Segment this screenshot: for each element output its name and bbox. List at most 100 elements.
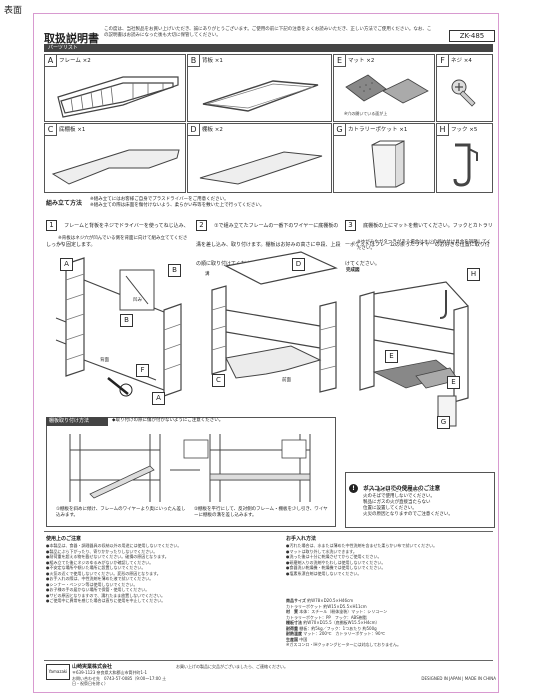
spec-key: 棚板寸法 (286, 620, 302, 625)
divider (44, 531, 493, 532)
part-letter: B (188, 55, 200, 67)
care-item: ●研磨剤入りの洗剤やたわしは使用しないでください。 (286, 559, 386, 565)
label-f: F (136, 364, 149, 377)
spec-key: 耐熱温度 (286, 631, 302, 636)
page-label: 表面 (4, 6, 23, 16)
label-a-2: A (152, 392, 165, 405)
spec-row: カトラリーポケット 約W15×D5.5×H11cm (286, 604, 493, 610)
shelf-install-illustration (69, 434, 311, 502)
caution-item: ●お手入れの際は、中性洗剤を薄めた液で拭いてください。 (46, 576, 154, 581)
spec-key: 生産国 (286, 636, 298, 642)
step-text: フレームと背板をネジでドライバーを使ってねじ込み、しっかり固定します。 (46, 223, 189, 248)
parts-list-header: パーツリスト (44, 44, 493, 52)
manual-title: 取扱説明書 (44, 32, 99, 45)
caution-item: ●サビの原因となりますので、濡れたまま放置しないでください。 (46, 592, 165, 598)
bottom-shelf-illustration (51, 149, 180, 185)
shelf-install-note: ◆取り付けの際に傷が付かないようにご注意ください。 (112, 418, 224, 423)
shelf-install-box (46, 417, 336, 527)
spec-row: カトラリーポケット：PP フック：ABS樹脂 (286, 615, 493, 621)
mizo-label: 溝 (205, 272, 210, 277)
gas-warning-line-3: 製品にガスの火が直接当たらない (363, 500, 431, 505)
kansei-label: 完成図 (346, 268, 360, 273)
spec-value: カトラリーポケット 約W15×D5.5×H11cm (286, 603, 367, 609)
model-number: ZK-485 (449, 30, 495, 42)
label-c: C (212, 374, 225, 387)
mat-illustration (345, 74, 429, 104)
footer-divider (44, 660, 493, 661)
caution-item: ●不安定な場所や傾いた場所に設置しないでください。 (46, 565, 146, 570)
spec-key: 商品サイズ (286, 598, 306, 603)
hook-icon (453, 143, 478, 187)
step-number: 1 (46, 220, 57, 231)
spec-note: ※ガスコンロ・IHクッキングヒーターには対応しておりません。 (286, 642, 402, 647)
spec-key: 材 質 (286, 609, 298, 614)
cutlery-pocket-illustration (371, 140, 405, 188)
zenmen-label: 前面 (282, 378, 291, 383)
part-cell-e: E マット ×2 ※穴の開いている面が上 (333, 54, 435, 122)
footer-center-text: お買い上げの製品に欠品がございましたら、ご連絡ください。 (176, 664, 288, 669)
part-cell-f: F ネジ ×4 (436, 54, 493, 122)
caution-item: ●製品にぶら下がったり、寄りかかったりしないでください。 (46, 548, 158, 554)
care-list: ●汚れた場合は、水または薄めた中性洗剤を含ませた柔らかい布で拭いてください。 ●… (286, 543, 493, 576)
step-1: 1 フレームと背板をネジでドライバーを使ってねじ込み、しっかり固定します。 (46, 212, 191, 250)
label-b-2: B (120, 314, 133, 327)
part-name: フック ×5 (451, 127, 478, 133)
spec-row: 耐熱温度 マット：200℃ カトラリーポケット：90℃ (286, 631, 493, 637)
step-number: 3 (345, 220, 356, 231)
gas-warning-header: ! ガスコンロでの使用上のご注意 (349, 475, 489, 494)
shelf-board-illustration (199, 151, 323, 185)
spec-row: 商品サイズ 約W78×D20.5×H46cm (286, 598, 493, 604)
gas-warning-line-5: 火災の原因となりますのでご注意ください。 (363, 512, 453, 517)
label-e-1: E (385, 350, 398, 363)
label-h: H (467, 268, 480, 281)
part-name: ネジ ×4 (451, 58, 472, 64)
part-name: カトラリーポケット ×1 (348, 127, 408, 133)
company-name: 山崎実業株式会社 (72, 664, 113, 670)
gas-warning-line-2: 火のそばで使用しないでください。 (363, 494, 435, 499)
company-info: 〒639-1123 奈良県大和郡山市筒井町1-1 お問い合わせ先 0743-57… (72, 670, 167, 686)
caution-item: ●耐荷重を超える物を載せないでください。破損の原因となります。 (46, 554, 169, 559)
spec-row: 棚板寸法 約W70×D15.5（底棚板W15.5×H4cm） (286, 620, 493, 626)
spec-table: 商品サイズ 約W78×D20.5×H46cm カトラリーポケット 約W15×D5… (286, 598, 493, 648)
assembly-notes: ※組み立てにはお客様ご自身でプラスドライバーをご用意ください。 ※組み立ての際は… (90, 197, 265, 208)
part-cell-c: C 底棚板 ×1 (44, 123, 186, 193)
step-3: 3 底棚板の上にマットを敷いてください。フックとカトラリーポケットはフレームの余… (345, 212, 493, 269)
part-cell-g: G カトラリーポケット ×1 (333, 123, 435, 193)
mat-note: ※穴の開いている面が上 (344, 111, 388, 116)
care-title: お手入れ方法 (286, 536, 317, 542)
caution-item: ●お子様の手の届かない場所で保管・使用してください。 (46, 587, 150, 592)
part-letter: A (45, 55, 57, 67)
part-cell-h: H フック ×5 (436, 123, 493, 193)
part-cell-d: D 棚板 ×2 (187, 123, 332, 193)
warning-icon: ! (349, 484, 358, 493)
company-logo: Yamazaki (46, 664, 70, 680)
label-g: G (437, 416, 450, 429)
label-a-1: A (60, 258, 73, 271)
part-name: 底棚板 ×1 (59, 127, 86, 133)
part-name: 背板 ×1 (202, 58, 223, 64)
shelf-install-title: 棚板取り付け方法 (46, 417, 108, 426)
caution-item: ●本製品は、食器・調理器具の収納以外の用途には使用しないでください。 (46, 543, 182, 548)
care-item: ●塩素系漂白剤は使用しないでください。 (286, 570, 362, 576)
part-letter: H (437, 124, 449, 136)
step-1-illustration (55, 257, 182, 397)
step-text: ①で組み立てたフレームの一番下のワイヤーに底棚板の溝を差し込み、取り付けます。棚… (196, 223, 341, 267)
spec-value: 約W70×D15.5（底棚板W15.5×H4cm） (303, 620, 380, 625)
spec-value: マット：200℃ カトラリーポケット：90℃ (303, 631, 385, 636)
spec-key: 耐荷重 (286, 625, 298, 631)
manual-sheet (33, 13, 499, 693)
step-number: 2 (196, 220, 207, 231)
step-3-note: ※ゆがみやガタつきがある場合はネジの締め付け具合を調節してください。 (357, 240, 491, 251)
caution-item: ●火気の近くで使用しないでください。変形の原因となります。 (46, 570, 161, 576)
spec-row: 材 質 本体：スチール（粉体塗装）マット：シリコーン (286, 609, 493, 615)
gas-warning-line-4: 位置に設置してください。 (363, 506, 417, 511)
care-item: ●マットは取り外して水洗いできます。 (286, 548, 357, 554)
haimen-label: 背面 (100, 358, 109, 363)
spec-value: 棚板：約5kg／フック：1つあたり 約500g (299, 625, 377, 631)
care-item: ●汚れた場合は、水または薄めた中性洗剤を含ませた柔らかい布で拭いてください。 (286, 543, 438, 548)
caution-title: 使用上のご注意 (46, 536, 82, 542)
step-text: 底棚板の上にマットを敷いてください。フックとカトラリーポケットはフレームの余った… (345, 223, 493, 267)
back-panel-illustration (202, 80, 319, 112)
step-1-note: ※背板はネジ穴が凹んでいる側を背面に向けて組み立ててください。 (58, 236, 188, 247)
caution-item: ●組み立てた後にネジのゆるみがないか確認してください。 (46, 559, 154, 565)
